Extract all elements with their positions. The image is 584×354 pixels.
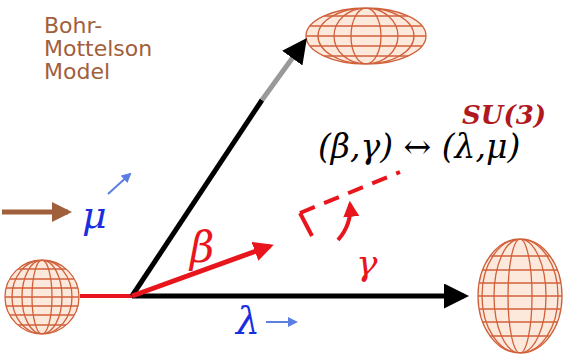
correspondence-formula: (β,γ) ↔ (λ,μ) bbox=[318, 130, 520, 165]
mu-direction-arrow bbox=[108, 174, 130, 194]
bracket-mark bbox=[300, 213, 312, 236]
deformation-symbol: β bbox=[190, 226, 214, 270]
axis-symbol: λ bbox=[236, 302, 260, 342]
pointer-arrow bbox=[2, 210, 68, 215]
mu-axis bbox=[132, 100, 262, 296]
prolate-ellipsoid bbox=[470, 239, 570, 353]
origin-line bbox=[80, 294, 134, 298]
lambda-direction-arrow bbox=[266, 321, 296, 323]
gamma-arrow bbox=[338, 204, 350, 240]
group-name: SU(3) bbox=[462, 102, 546, 129]
model-name: Bohr-Mottelson Model bbox=[44, 14, 162, 83]
sphere-shape bbox=[0, 260, 90, 334]
lambda-axis bbox=[132, 294, 464, 299]
deformation-symbol: γ bbox=[356, 244, 378, 282]
mu-axis-tip bbox=[262, 42, 304, 100]
axis-symbol: μ bbox=[82, 196, 107, 236]
oblate-ellipsoid bbox=[300, 8, 430, 64]
